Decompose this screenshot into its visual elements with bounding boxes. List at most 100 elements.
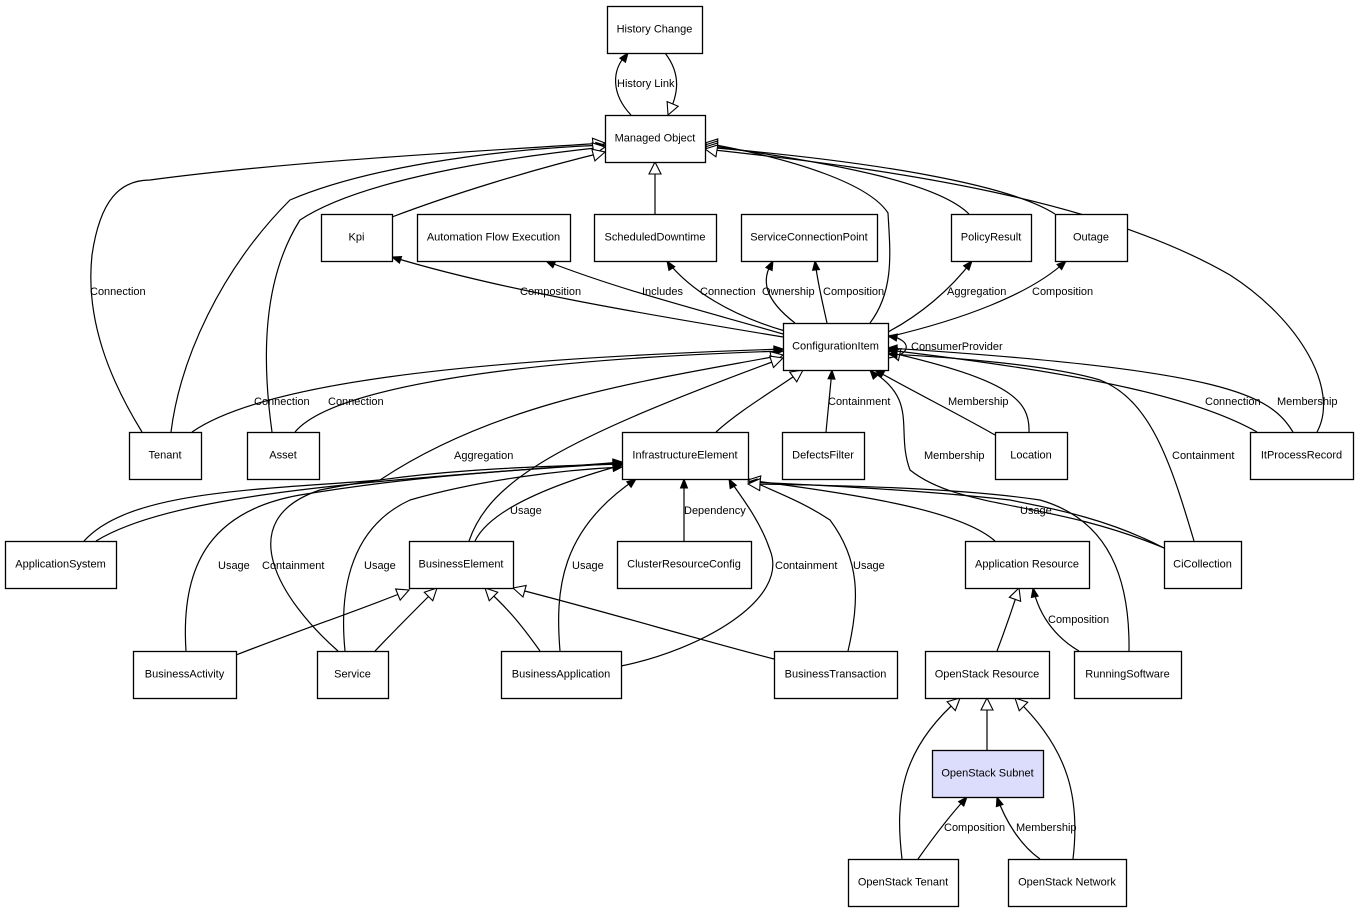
inheritance-arrowhead-icon: [946, 697, 961, 712]
edge-inheritance-infrastructure_element-to-configuration_item: [715, 369, 805, 433]
edge-line: [270, 463, 623, 652]
node-infrastructure-element[interactable]: InfrastructureElement: [621, 431, 750, 481]
edge-inheritance-service-to-business_element: [374, 587, 438, 652]
node-service-connection-point[interactable]: ServiceConnectionPoint: [740, 213, 879, 263]
node-label: Automation Flow Execution: [427, 232, 560, 244]
node-outage[interactable]: Outage: [1054, 213, 1129, 263]
edge-line: [391, 256, 784, 338]
edge-line: [170, 144, 606, 433]
node-label: Managed Object: [615, 133, 696, 145]
node-it-process-record[interactable]: ItProcessRecord: [1249, 431, 1355, 481]
node-box: [1163, 540, 1243, 590]
node-box: [616, 540, 753, 590]
node-label: ScheduledDowntime: [605, 232, 706, 244]
node-openstack-network[interactable]: OpenStack Network: [1007, 858, 1128, 908]
node-box: [604, 114, 707, 164]
node-box: [408, 540, 515, 590]
node-label: CiCollection: [1173, 559, 1232, 571]
node-cluster-resource-config[interactable]: ClusterResourceConfig: [616, 540, 753, 590]
node-business-activity[interactable]: BusinessActivity: [132, 650, 238, 700]
node-label: OpenStack Network: [1018, 877, 1116, 889]
edge-line: [545, 260, 784, 335]
association-arrowhead-icon: [390, 255, 403, 265]
edge-line: [474, 464, 623, 542]
node-box: [316, 650, 390, 700]
node-business-application[interactable]: BusinessApplication: [500, 650, 623, 700]
node-box: [782, 322, 890, 372]
node-label: BusinessElement: [419, 559, 504, 571]
edge-label: Dependency: [684, 505, 746, 517]
node-kpi[interactable]: Kpi: [320, 213, 394, 263]
edge-label: Connection: [254, 396, 310, 408]
edge-line: [898, 697, 961, 860]
node-box: [950, 213, 1033, 263]
node-box: [1073, 650, 1183, 700]
node-policy-result[interactable]: PolicyResult: [950, 213, 1033, 263]
edge-label: Usage: [853, 560, 885, 572]
node-asset[interactable]: Asset: [246, 431, 321, 481]
node-ci-collection[interactable]: CiCollection: [1163, 540, 1243, 590]
node-label: OpenStack Resource: [935, 669, 1040, 681]
edge-label: Includes: [642, 286, 683, 298]
edge-line: [294, 350, 784, 433]
node-application-resource[interactable]: Application Resource: [964, 540, 1091, 590]
node-business-element[interactable]: BusinessElement: [408, 540, 515, 590]
node-box: [994, 431, 1069, 481]
node-configuration-item[interactable]: ConfigurationItem: [782, 322, 890, 372]
edge-inheritance-kpi-to-managed_object: [391, 148, 607, 218]
node-openstack-resource[interactable]: OpenStack Resource: [924, 650, 1051, 700]
association-arrowhead-icon: [995, 795, 1004, 808]
edge-label: Membership: [1277, 396, 1338, 408]
node-service[interactable]: Service: [316, 650, 390, 700]
edge-association-configuration_item-to-kpi: [390, 255, 784, 338]
node-openstack-tenant[interactable]: OpenStack Tenant: [847, 858, 960, 908]
edge-label: Composition: [1048, 614, 1109, 626]
node-box: [593, 213, 718, 263]
node-label: Kpi: [349, 232, 365, 244]
edge-label: Aggregation: [454, 450, 513, 462]
node-label: PolicyResult: [961, 232, 1022, 244]
node-label: ConfigurationItem: [792, 341, 879, 353]
inheritance-arrowhead-icon: [703, 144, 719, 158]
edge-line: [1032, 587, 1080, 652]
node-label: Location: [1010, 450, 1052, 462]
edge-line: [666, 260, 786, 332]
node-application-system[interactable]: ApplicationSystem: [4, 540, 118, 590]
node-managed-object[interactable]: Managed Object: [604, 114, 707, 164]
node-box: [931, 749, 1045, 799]
edge-label: Composition: [1032, 286, 1093, 298]
inheritance-arrowhead-icon: [423, 587, 438, 602]
edge-association-it_process_record-to-configuration_item: [886, 344, 1294, 433]
node-box: [781, 431, 866, 481]
node-history-change[interactable]: History Change: [606, 5, 704, 55]
edge-inheritance-openstack_tenant-to-openstack_resource: [898, 697, 961, 860]
association-arrowhead-icon: [666, 259, 676, 272]
node-business-transaction[interactable]: BusinessTransaction: [773, 650, 899, 700]
inheritance-arrowhead-icon: [394, 588, 411, 602]
edge-label: Usage: [572, 560, 604, 572]
association-arrowhead-icon: [957, 795, 968, 807]
node-defects-filter[interactable]: DefectsFilter: [781, 431, 866, 481]
association-arrowhead-icon: [869, 368, 880, 380]
node-running-software[interactable]: RunningSoftware: [1073, 650, 1183, 700]
inheritance-arrowhead-icon: [1014, 697, 1029, 712]
node-scheduled-downtime[interactable]: ScheduledDowntime: [593, 213, 718, 263]
edge-association-managed_object-to-history_change: [614, 51, 632, 116]
association-arrowhead-icon: [764, 259, 774, 272]
edge-inheritance-application_resource-to-infrastructure_element: [746, 475, 996, 542]
edge-line: [887, 260, 1067, 338]
edge-inheritance-openstack_subnet-to-openstack_resource: [980, 696, 994, 750]
node-tenant[interactable]: Tenant: [128, 431, 203, 481]
node-openstack-subnet[interactable]: OpenStack Subnet: [931, 749, 1045, 799]
edge-line: [874, 369, 996, 436]
node-location[interactable]: Location: [994, 431, 1069, 481]
edge-line: [512, 587, 775, 660]
edge-label: Connection: [700, 286, 756, 298]
node-box: [500, 650, 623, 700]
edge-line: [1014, 697, 1076, 860]
node-automation-flow-execution[interactable]: Automation Flow Execution: [416, 213, 572, 263]
edge-association-configuration_item-to-service_connection_point: [811, 259, 828, 324]
edge-label: ConsumerProvider: [911, 341, 1003, 353]
edge-line: [191, 348, 784, 433]
